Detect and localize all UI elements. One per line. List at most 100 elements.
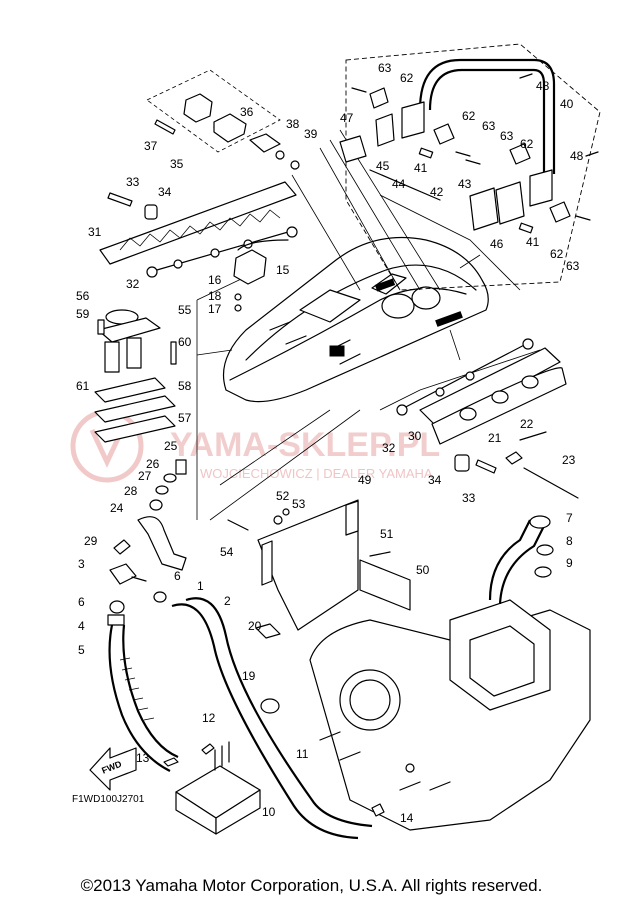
copyright-notice: ©2013 Yamaha Motor Corporation, U.S.A. A…	[80, 876, 543, 895]
callout-25: 25	[164, 439, 178, 453]
hull-body	[222, 236, 489, 403]
group-right-rail	[396, 338, 579, 499]
fuse-13-part	[163, 757, 179, 767]
callout-22: 22	[520, 417, 534, 431]
hull-engine-left	[381, 293, 415, 319]
rail-31-part	[99, 181, 297, 265]
callout-33a: 33	[126, 175, 140, 189]
callout-62c: 62	[520, 137, 534, 151]
leader-44	[369, 169, 441, 201]
callout-33b: 33	[462, 491, 476, 505]
oring-27-part	[155, 485, 169, 495]
callout-41a: 41	[414, 161, 428, 175]
callout-7: 7	[566, 511, 573, 525]
handle-40-part	[418, 58, 556, 174]
gasket-36-part	[249, 133, 281, 153]
clamp-6-upper-part	[153, 591, 167, 603]
hull-deck-line	[245, 264, 477, 361]
mount-right-part	[529, 169, 553, 207]
callout-13: 13	[136, 751, 150, 765]
group-rail-31	[99, 181, 298, 278]
hose-5-inner	[122, 624, 179, 759]
fitting-3-part	[109, 563, 137, 585]
callout-1: 1	[197, 579, 204, 593]
callout-19: 19	[242, 669, 256, 683]
handle-40-inner	[428, 68, 546, 174]
callout-47: 47	[340, 111, 354, 125]
callout-27: 27	[138, 469, 152, 483]
pin-22-part	[519, 431, 547, 441]
callout-35: 35	[170, 157, 184, 171]
callout-52: 52	[276, 489, 290, 503]
callout-63a: 63	[378, 61, 392, 75]
pin-41b-part	[518, 222, 534, 234]
group-left-plates	[94, 269, 261, 520]
callout-42: 42	[430, 185, 444, 199]
watermark-logo-mark	[89, 428, 125, 468]
clamp-6-lower-part	[109, 600, 125, 614]
joint-28-part	[149, 499, 163, 511]
housing-left-ring	[339, 669, 401, 731]
plate-58-part	[94, 395, 176, 423]
callout-55: 55	[178, 303, 192, 317]
callout-6a: 6	[174, 569, 181, 583]
hose-5-ribs	[119, 657, 155, 721]
callout-8: 8	[566, 534, 573, 548]
housing-bolts	[319, 731, 451, 791]
hull-detail	[269, 321, 361, 365]
rod-23-part	[523, 467, 579, 499]
box-10-front	[215, 789, 261, 835]
watermark-subtitle: WOJCIECHOWICZ | DEALER YAMAHA	[200, 466, 433, 481]
sensor-35-part	[183, 93, 247, 143]
mount-left-part	[401, 101, 425, 139]
pin-51-part	[369, 551, 391, 557]
rail-30-part	[419, 347, 561, 429]
callout-48a: 48	[536, 79, 550, 93]
callout-17: 17	[208, 302, 222, 316]
watermark-logo-ring	[70, 409, 144, 483]
callout-58: 58	[178, 379, 192, 393]
group-controller	[163, 741, 261, 835]
callout-34b: 34	[428, 473, 442, 487]
callout-11: 11	[296, 747, 309, 761]
nut-9-part	[534, 566, 552, 578]
callout-45: 45	[376, 159, 390, 173]
plate-50-part	[359, 559, 411, 611]
callout-60: 60	[178, 335, 192, 349]
callout-62d: 62	[550, 247, 564, 261]
callout-32b: 32	[382, 441, 396, 455]
washer-18-part	[234, 293, 242, 301]
group-top-left-parts	[146, 69, 300, 170]
callout-48b: 48	[570, 149, 584, 163]
clip-21-part	[505, 451, 523, 465]
callout-18: 18	[208, 289, 222, 303]
callout-57: 57	[178, 411, 192, 425]
callout-28: 28	[124, 484, 138, 498]
hull-mark-b	[435, 311, 463, 327]
bracket-62b-part	[433, 123, 455, 145]
callout-5: 5	[78, 643, 85, 657]
collar-34b-part	[454, 454, 470, 472]
callout-12: 12	[202, 711, 216, 725]
cap-7-part	[529, 515, 551, 529]
washer-53-part	[282, 508, 290, 516]
callout-15: 15	[276, 263, 290, 277]
hull-mark-c	[329, 345, 345, 357]
hose-32b-part	[399, 341, 531, 411]
block-47-part	[375, 113, 395, 147]
callout-2: 2	[224, 594, 231, 608]
callout-41b: 41	[526, 235, 540, 249]
callout-32a: 32	[126, 277, 140, 291]
hose-2-part	[185, 597, 373, 828]
box-10-wires	[214, 741, 230, 771]
callout-59: 59	[76, 307, 90, 321]
connector-12-part	[201, 743, 215, 755]
callout-labels: 1 2 3 4 5 6 6 7 8 9 10 11 12 13 14 15 16…	[76, 61, 584, 825]
ring-4-part	[107, 614, 125, 626]
callout-43: 43	[458, 177, 472, 191]
callout-9: 9	[566, 556, 573, 570]
nut-52-part	[273, 515, 283, 525]
rail-31-ribs	[119, 209, 281, 251]
callout-20: 20	[248, 619, 262, 633]
